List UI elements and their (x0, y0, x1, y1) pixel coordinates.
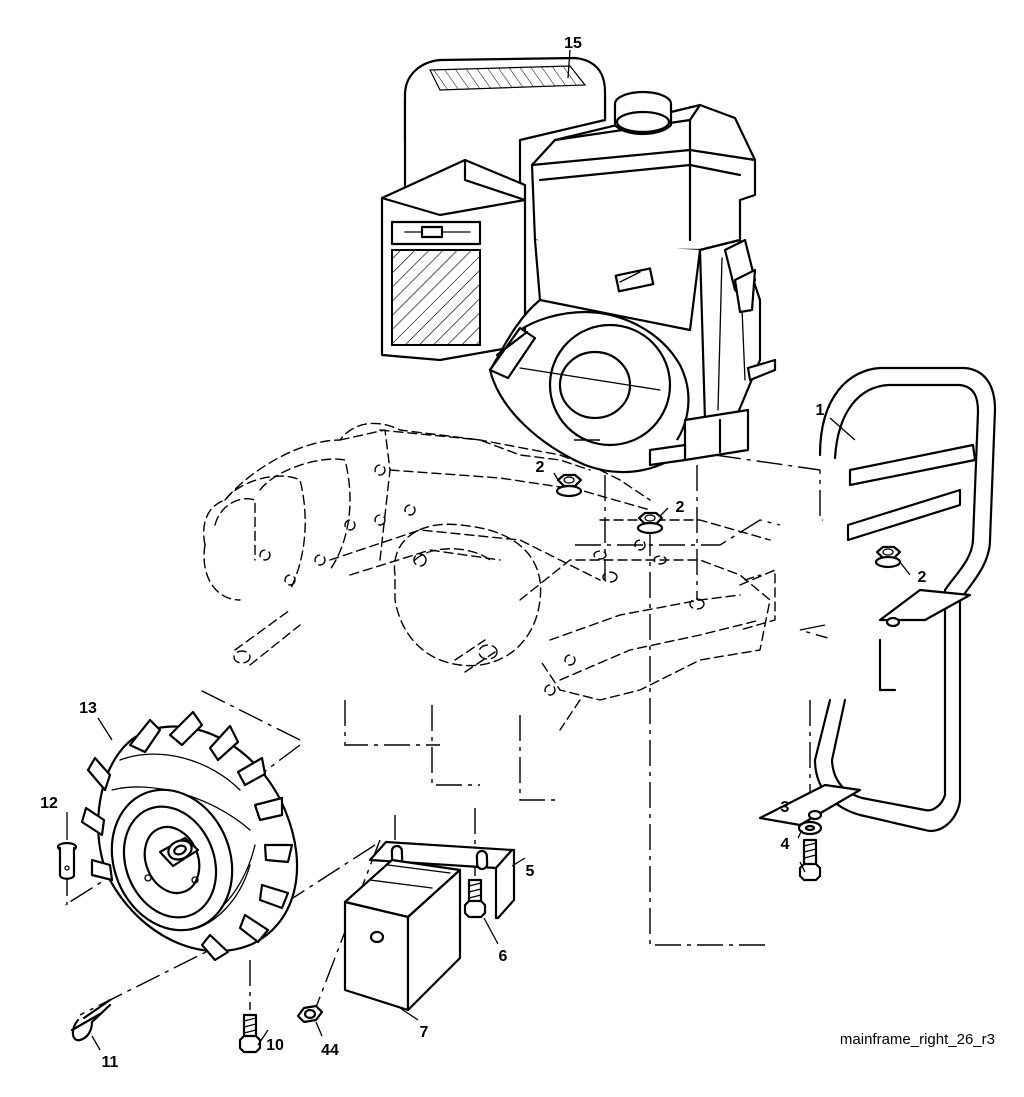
callout-2-left: 2 (536, 459, 545, 476)
callout-11: 11 (102, 1054, 119, 1071)
wheel-weight (343, 858, 462, 1012)
callout-4: 4 (781, 836, 790, 853)
callout-44: 44 (321, 1042, 339, 1059)
hex-bolt-6 (463, 878, 487, 919)
callout-1: 1 (816, 402, 825, 419)
callout-2-center: 2 (676, 499, 685, 516)
callout-12: 12 (40, 795, 58, 812)
mainframe-phantom (203, 422, 776, 731)
callout-7: 7 (420, 1024, 429, 1041)
wheel-tire (80, 710, 299, 962)
clevis-pin (56, 841, 78, 880)
callout-2-right: 2 (918, 569, 927, 586)
hex-bolt-4 (798, 838, 822, 882)
callout-labels: 15 1 2 2 2 3 4 5 6 7 10 11 12 13 44 (40, 35, 926, 1071)
front-bumper (758, 366, 997, 833)
flange-nut-center (636, 511, 664, 535)
callout-5: 5 (526, 863, 535, 880)
hex-bolt-10 (238, 1013, 262, 1054)
washer (797, 820, 823, 836)
callout-13: 13 (79, 700, 97, 717)
hex-nut-44 (296, 1004, 324, 1024)
leader-lines (66, 49, 911, 1051)
engine (380, 56, 777, 474)
callout-15: 15 (564, 35, 582, 52)
hairpin-clip (70, 998, 112, 1042)
callout-6: 6 (499, 948, 508, 965)
callout-10: 10 (266, 1037, 284, 1054)
flange-nut-left (555, 473, 583, 498)
diagram-caption: mainframe_right_26_r3 (840, 1031, 995, 1048)
callout-3: 3 (781, 799, 790, 816)
